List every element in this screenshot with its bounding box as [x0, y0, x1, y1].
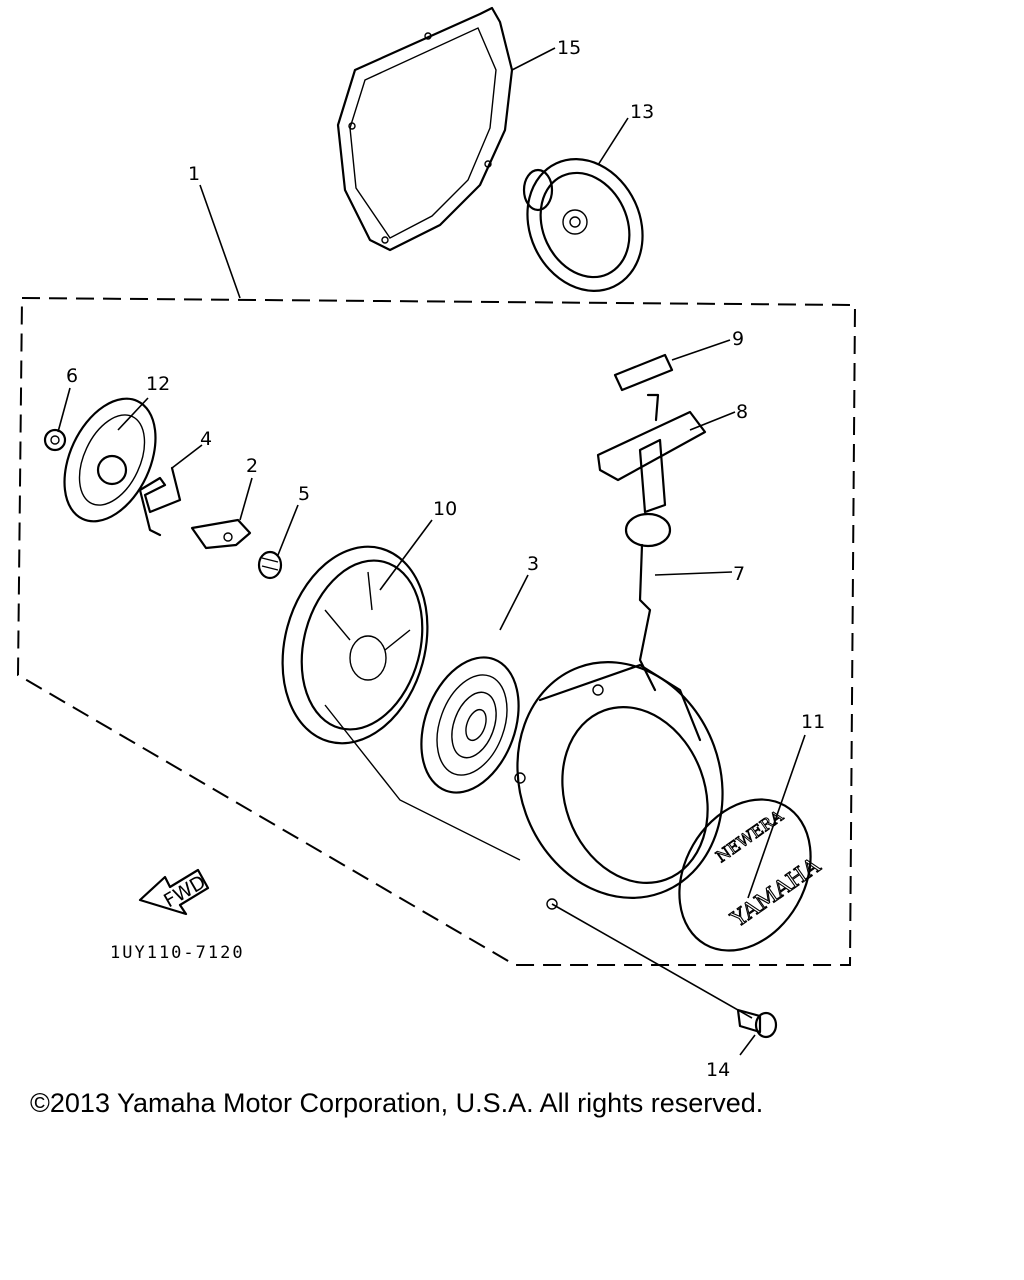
- callout-14: 14: [706, 1059, 730, 1080]
- callout-2: 2: [246, 455, 258, 477]
- callout-6: 6: [66, 365, 78, 387]
- callout-10: 10: [433, 498, 457, 520]
- callout-15: 15: [557, 37, 581, 59]
- pawl-spring-part-5: [257, 550, 283, 580]
- callout-4: 4: [200, 428, 212, 450]
- callout-12: 12: [146, 373, 170, 395]
- friction-plate-part-12: [63, 397, 157, 523]
- callout-11: 11: [801, 711, 825, 733]
- nut-part-6: [43, 428, 67, 452]
- spiral-spring-part-3: [420, 656, 520, 794]
- callout-3: 3: [527, 553, 539, 575]
- emblem-top-text: NEWERA: [712, 806, 787, 866]
- diagram-code: 1UY110-7120: [110, 943, 245, 963]
- bolt-part-14: [736, 1008, 778, 1039]
- fwd-direction-arrow: FWD: [138, 868, 210, 916]
- starter-rope-part-7: [324, 543, 657, 861]
- callout-5: 5: [298, 483, 310, 505]
- handle-cap-part-9: [613, 353, 674, 392]
- starter-case-part-11: [514, 661, 724, 910]
- sheave-drum-part-10: [281, 545, 429, 745]
- recoil-starter-exploded-diagram: YAMAHA NEWERA: [16, 6, 857, 1080]
- drive-housing-part-13: [522, 158, 644, 292]
- callout-8: 8: [736, 401, 748, 423]
- assembly-boundary: [16, 296, 857, 966]
- copyright-notice: ©2013 Yamaha Motor Corporation, U.S.A. A…: [30, 1088, 764, 1118]
- yamaha-emblem: YAMAHA NEWERA: [678, 798, 827, 952]
- callout-labels: 1 2 3 4 5 6 7 8 9 10 11 12 13 14 15: [66, 37, 825, 1080]
- gasket-part-15: [336, 6, 514, 252]
- emblem-brand-text: YAMAHA: [726, 853, 826, 933]
- callout-9: 9: [732, 328, 744, 350]
- callout-13: 13: [630, 101, 654, 123]
- callout-7: 7: [733, 563, 745, 585]
- pawl-part-2: [190, 518, 252, 550]
- starter-handle-part-8: [596, 393, 707, 548]
- friction-spring-part-4: [138, 466, 182, 537]
- callout-1: 1: [188, 163, 200, 185]
- leader-lines: [57, 47, 806, 1056]
